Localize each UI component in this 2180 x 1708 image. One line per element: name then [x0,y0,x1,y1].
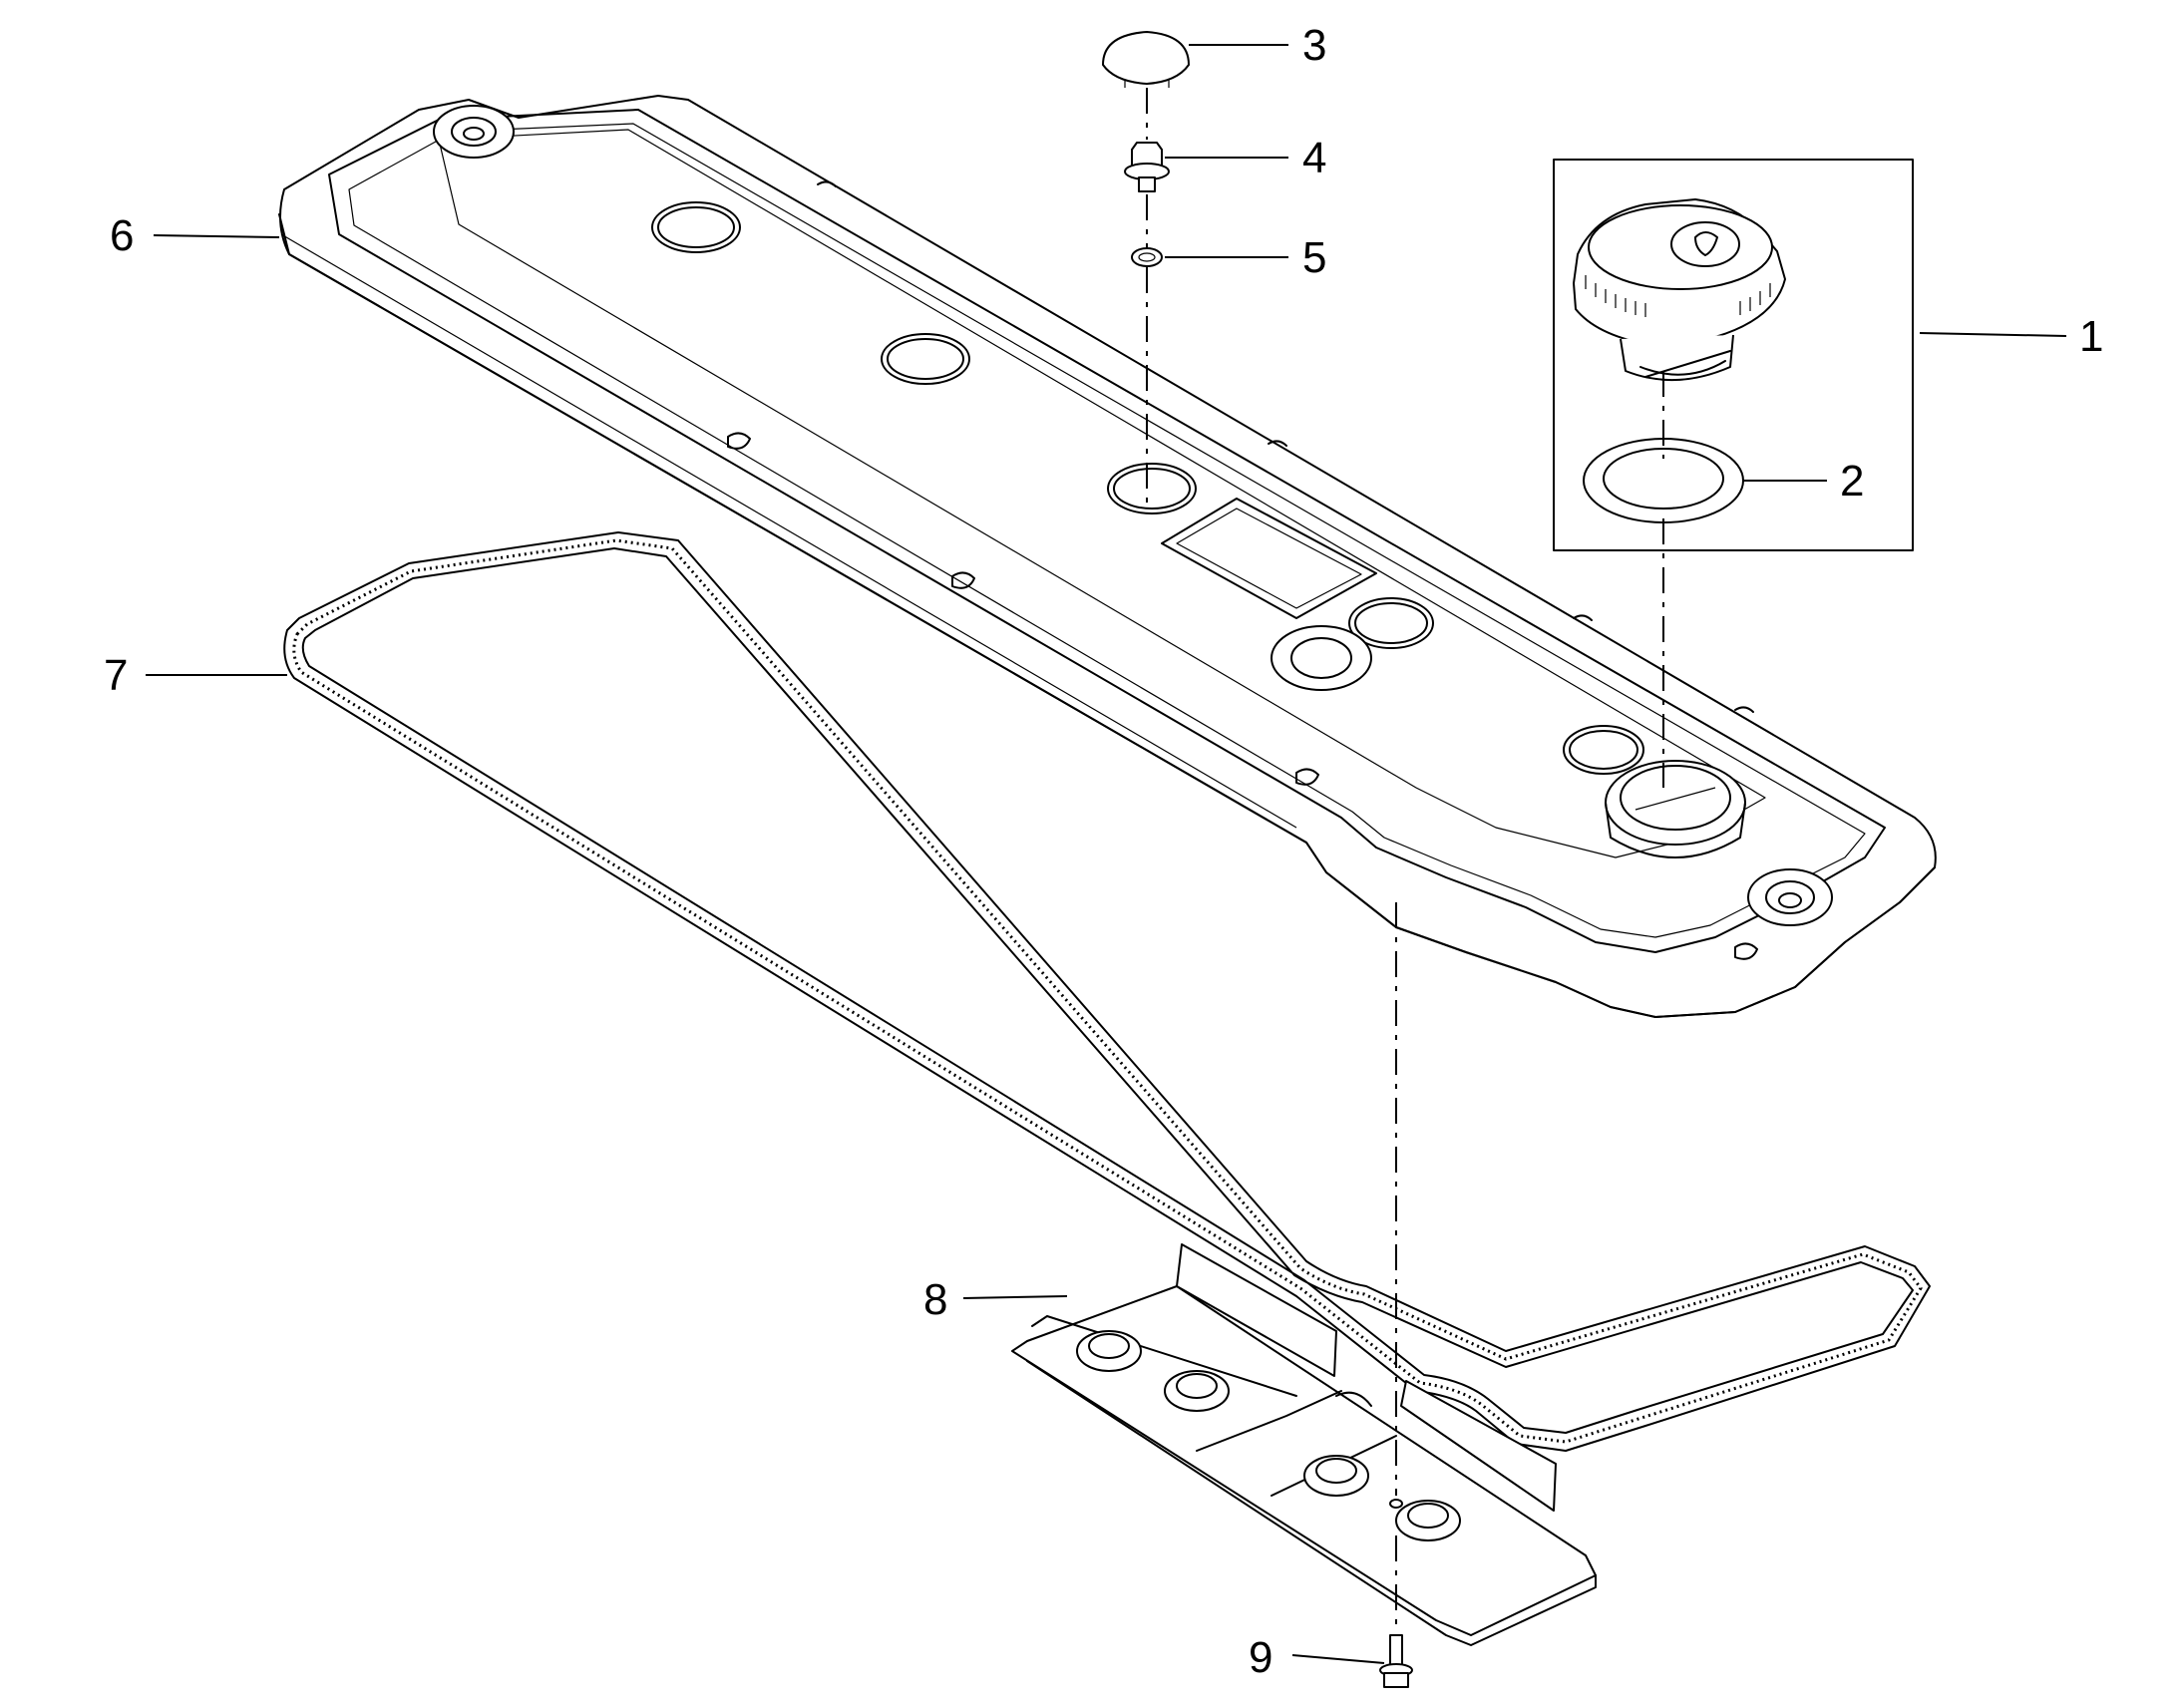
part-2-sealing-washer [1583,438,1744,523]
part-8-baffle-plate [1011,1243,1597,1646]
part-6-valve-cover [278,95,1937,1018]
callout-3: 3 [1302,21,1326,70]
callout-7: 7 [104,651,128,700]
callout-8: 8 [923,1275,947,1324]
callout-6: 6 [110,211,134,260]
callout-1: 1 [2079,312,2103,361]
callout-5: 5 [1302,233,1326,282]
part-1-cap-assembly-box [1553,159,1914,551]
callout-9: 9 [1249,1633,1272,1682]
callout-2: 2 [1840,457,1864,506]
callout-labels: 1 2 3 4 5 6 7 8 9 [104,21,2103,1682]
part-5-washer [1131,247,1163,267]
callout-4: 4 [1302,134,1326,182]
part-3-plug-cap [1102,31,1190,88]
assembly-axis-lines [1146,88,1664,1630]
part-4-bolt [1124,142,1170,192]
part-1-oil-filler-cap [1573,198,1786,382]
part-9-screw [1379,1634,1413,1688]
leader-lines [146,44,2067,1664]
